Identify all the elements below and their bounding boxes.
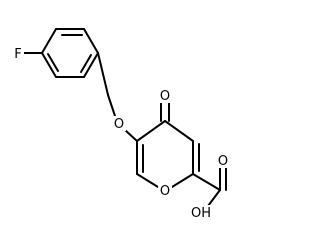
atom-label-acid-oxygen: O bbox=[216, 153, 230, 169]
atom-o-ketone: O bbox=[160, 89, 170, 104]
double-bond-inner bbox=[47, 53, 59, 72]
atom-oh: OH bbox=[191, 206, 211, 221]
c-cooh-bond bbox=[192, 173, 221, 191]
bond bbox=[41, 52, 57, 78]
bond bbox=[83, 52, 99, 78]
atom-label-ether-oxygen: O bbox=[112, 116, 126, 132]
atom-o-ring: O bbox=[160, 184, 170, 199]
atom-label-hydroxyl: OH bbox=[189, 205, 213, 221]
o-ring-bond bbox=[124, 129, 138, 142]
bond bbox=[83, 28, 99, 54]
atom-label-fluorine: F bbox=[12, 46, 24, 62]
atom-o-acid: O bbox=[218, 154, 228, 169]
bond bbox=[41, 28, 57, 54]
benzyl-ch2-bond bbox=[97, 52, 109, 96]
double-bond-inner bbox=[80, 54, 92, 73]
chemical-structure-diagram: F O O O O OH bbox=[12, 28, 230, 221]
bond bbox=[164, 120, 194, 142]
bond bbox=[171, 173, 194, 188]
ch2-o-bond bbox=[107, 94, 116, 117]
atom-label-carbonyl-oxygen: O bbox=[158, 88, 172, 104]
atom-label-ring-oxygen: O bbox=[158, 183, 172, 199]
fluorophenyl-ring bbox=[41, 28, 99, 78]
bond bbox=[136, 120, 166, 142]
bond bbox=[136, 173, 159, 188]
pyranone-ring bbox=[136, 120, 200, 188]
atom-f: F bbox=[14, 47, 21, 62]
atom-o-ether: O bbox=[114, 117, 124, 132]
